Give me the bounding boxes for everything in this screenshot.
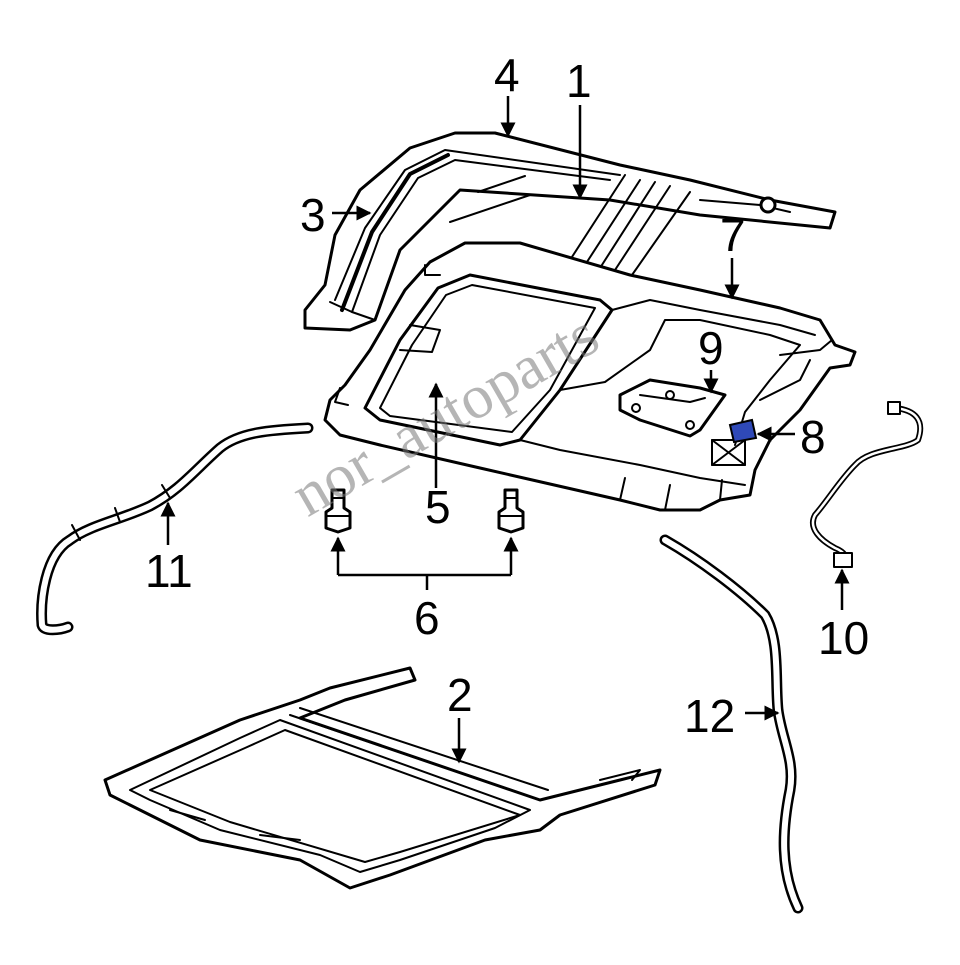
- callout-3: 3: [300, 189, 326, 241]
- callout-6: 6: [414, 592, 440, 644]
- drain-tube-part-11: [36, 422, 314, 636]
- glass-panel-assembly: [303, 131, 837, 332]
- control-module-part-8: [728, 418, 758, 444]
- callout-9: 9: [698, 322, 724, 374]
- callout-5: 5: [425, 481, 451, 533]
- sunroof-frame-housing: [323, 241, 857, 512]
- leader-lines: [160, 96, 850, 764]
- callout-4: 4: [494, 49, 520, 101]
- callout-10: 10: [818, 612, 870, 664]
- callout-1: 1: [566, 55, 592, 107]
- fastener-left: [324, 488, 352, 534]
- callout-7: 7: [720, 209, 746, 261]
- bracket-part-9: [618, 378, 727, 438]
- callout-11: 11: [145, 545, 193, 597]
- callout-8: 8: [800, 411, 826, 463]
- callout-2: 2: [447, 669, 473, 721]
- wire-harness-part-10: [810, 401, 924, 568]
- callout-12: 12: [684, 690, 736, 742]
- fastener-right: [497, 488, 525, 534]
- headliner-trim-panel: [103, 666, 662, 890]
